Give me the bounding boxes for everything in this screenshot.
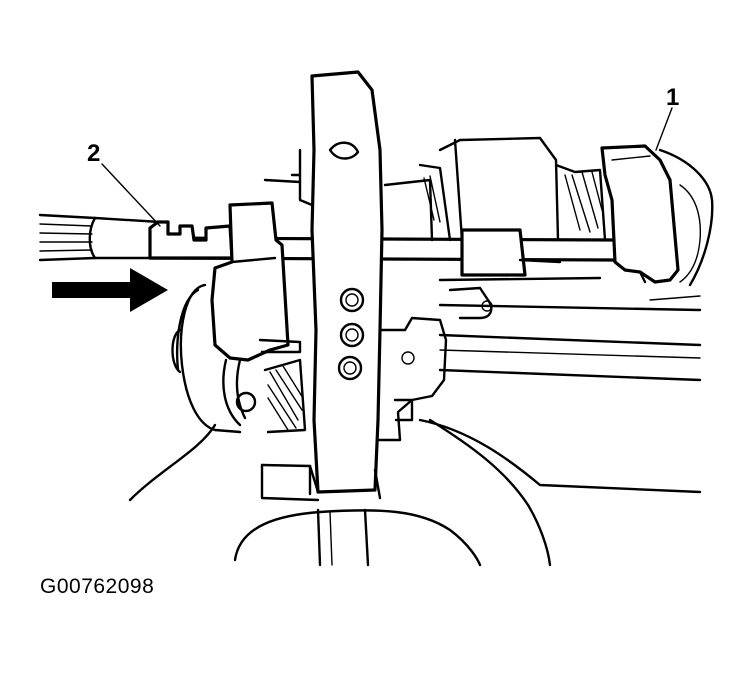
left-gear-hub: [171, 283, 307, 434]
center-plate: [260, 70, 448, 502]
right-housing: [438, 148, 714, 382]
synchronizer-assembly: [383, 136, 607, 320]
shift-fork-1: [600, 144, 680, 284]
input-shaft: [38, 213, 162, 262]
shift-fork-2: [148, 201, 302, 427]
callout-1-leader: [655, 107, 673, 151]
callout-2-leader: [101, 163, 161, 227]
callout-label-1: 1: [666, 84, 680, 111]
callout-label-2: 2: [87, 140, 101, 167]
lower-housing: [128, 418, 702, 567]
figure-id-label: G00762098: [40, 575, 155, 598]
right-arrow-icon: [52, 268, 168, 312]
